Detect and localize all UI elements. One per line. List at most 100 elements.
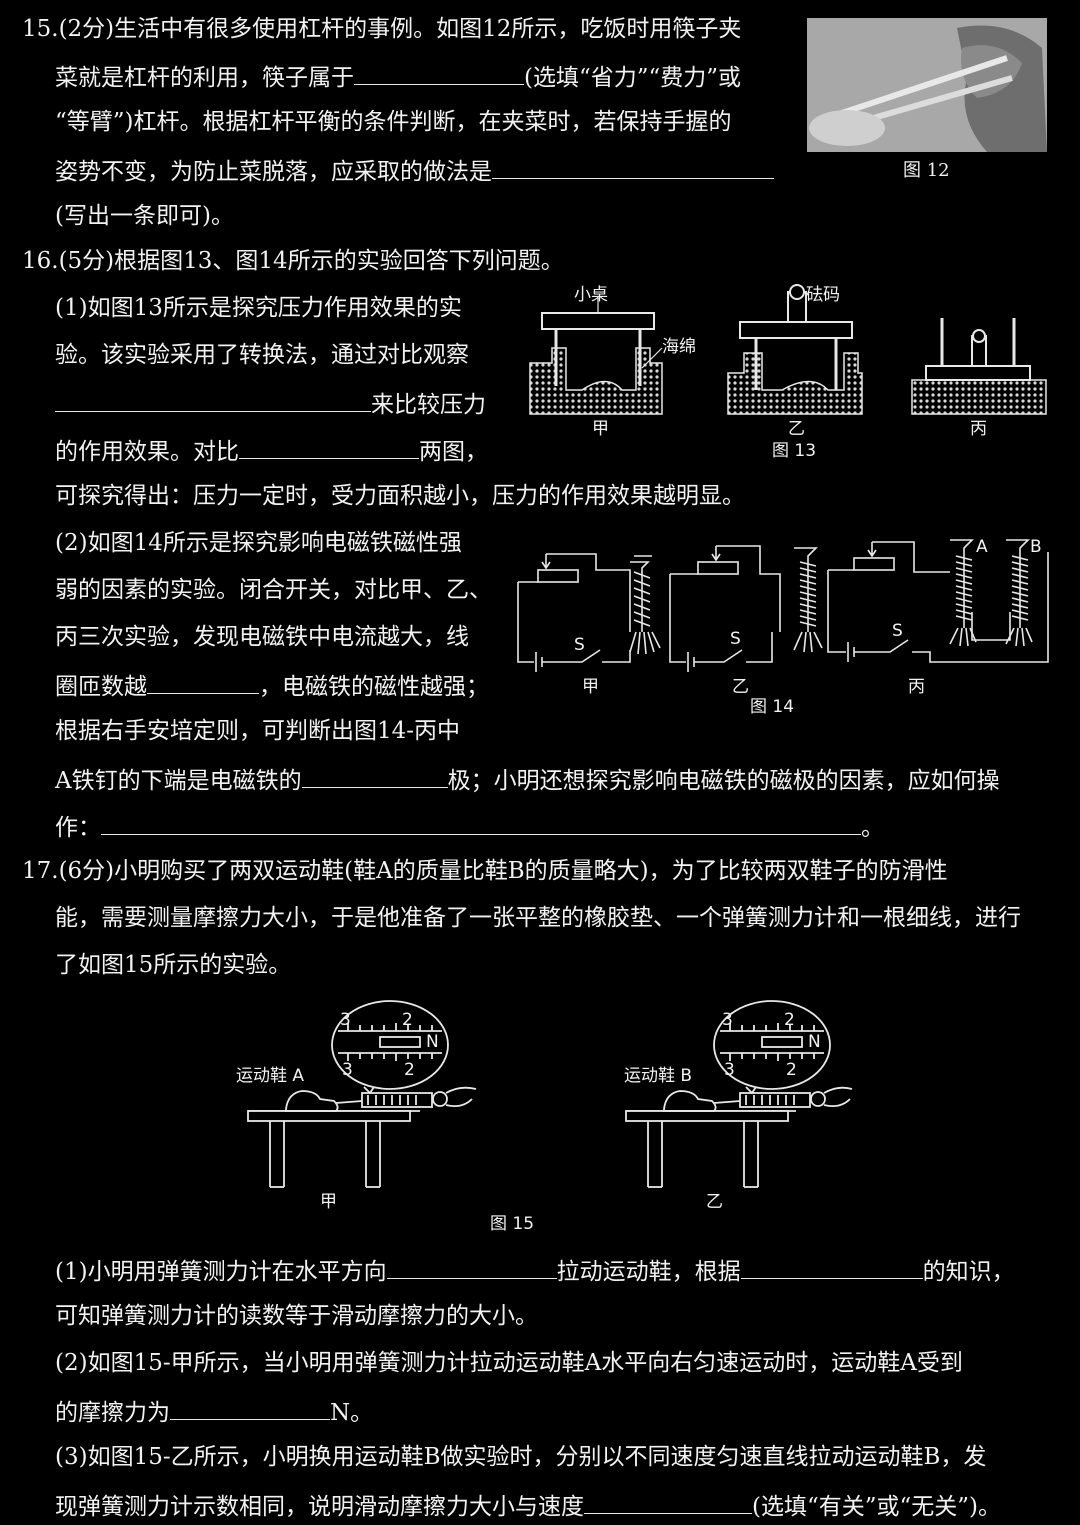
q17-p1-a: (1)小明用弹簧测力计在水平方向 <box>55 1259 387 1285</box>
q16-p2-line7-b: 。 <box>861 815 884 841</box>
q16-p1-line4-a: 的作用效果。对比 <box>55 439 239 465</box>
fig15-label-jia: 甲 <box>320 1192 337 1212</box>
q17-p1-line1: (1)小明用弹簧测力计在水平方向 拉动运动鞋，根据 的知识， <box>55 1254 1015 1287</box>
q17-p1-c: 的知识， <box>922 1259 1015 1285</box>
figure-15: 3 2 N 3 2 3 2 N 3 2 运动鞋 A 运动鞋 B 甲 乙 图 15 <box>236 1000 853 1234</box>
q16-p2-line4-a: 圈匝数越 <box>55 674 147 700</box>
fig15-label-shoe-b: 运动鞋 B <box>624 1066 692 1086</box>
fig14-label-bing: 丙 <box>908 677 925 697</box>
q17-line3: 了如图15所示的实验。 <box>55 952 292 978</box>
q17-p2-line2: 的摩擦力为 N。 <box>55 1395 373 1428</box>
fig15-jia-tick-2-top: 2 <box>402 1010 413 1030</box>
q15-line3: “等臂”)杠杆。根据杠杆平衡的条件判断，在夹菜时，若保持手握的 <box>55 109 732 135</box>
fig14-label-jia: 甲 <box>582 677 599 697</box>
q16-p2-line3: 丙三次实验，发现电磁铁中电流越大，线 <box>55 624 469 650</box>
q17-p3-line2-b: (选填“有关”或“无关”)。 <box>752 1494 1001 1520</box>
q16-p1-line3: 来比较压力 <box>55 387 486 420</box>
q15-line4: 姿势不变，为防止菜脱落，应采取的做法是 <box>55 154 774 187</box>
fig15-label-shoe-a: 运动鞋 A <box>236 1066 304 1086</box>
fig13-caption: 图 13 <box>772 441 816 461</box>
q17-line2: 能，需要测量摩擦力大小，于是他准备了一张平整的橡胶垫、一个弹簧测力计和一根细线，… <box>55 905 1021 931</box>
q16-blank-compare[interactable] <box>239 434 419 459</box>
q16-p2-line6-b: 极；小明还想探究影响电磁铁的磁极的因素，应如何操 <box>447 768 1000 794</box>
fig15-jia-tick-3-top: 3 <box>340 1010 351 1030</box>
fig15-jia-setup <box>247 1000 477 1188</box>
q15-line2: 菜就是杠杆的利用，筷子属于 (选填“省力”“费力”或 <box>55 60 741 93</box>
fig13-jia-setup <box>529 298 663 415</box>
q16-blank-turns[interactable] <box>147 669 259 694</box>
q15-blank-method[interactable] <box>492 154 774 179</box>
q17-blank-pull-manner[interactable] <box>386 1254 557 1279</box>
q15-blank-lever-type[interactable] <box>354 60 524 85</box>
fig14-bing-circuit <box>827 539 1049 663</box>
q17-p2-line2-a: 的摩擦力为 <box>55 1400 170 1426</box>
fig15-jia-tick-2-bottom: 2 <box>404 1060 415 1080</box>
fig12-caption: 图 12 <box>903 160 950 181</box>
fig15-jia-tick-3-bottom: 3 <box>342 1060 353 1080</box>
q17-p2-line2-b: N。 <box>330 1400 374 1426</box>
fig15-yi-tick-2-bottom: 2 <box>786 1060 797 1080</box>
q16-p2-line4: 圈匝数越 ，电磁铁的磁性越强； <box>55 669 489 702</box>
q16-p2-line6: A铁钉的下端是电磁铁的 极；小明还想探究影响电磁铁的磁极的因素，应如何操 <box>55 763 1000 796</box>
q15-line5: (写出一条即可)。 <box>55 203 234 229</box>
q17-blank-speed-relation[interactable] <box>584 1489 752 1514</box>
q17-p2-line1: (2)如图15-甲所示，当小明用弹簧测力计拉动运动鞋A水平向右匀速运动时，运动鞋… <box>55 1350 963 1376</box>
fig15-jia-unit-n: N <box>426 1032 439 1052</box>
q16-p1-line3-b: 来比较压力 <box>371 392 486 418</box>
fig14-jia-circuit <box>517 553 661 672</box>
figure-14: S S S A B 甲 乙 丙 图 14 <box>517 537 1049 717</box>
q15-line4-a: 姿势不变，为防止菜脱落，应采取的做法是 <box>55 159 492 185</box>
fig13-label-desk: 小桌 <box>574 285 608 305</box>
q16-blank-pole[interactable] <box>301 763 448 788</box>
fig14-label-s-jia: S <box>574 635 585 655</box>
fig13-bing-setup <box>911 318 1047 415</box>
fig13-yi-setup <box>727 284 863 415</box>
fig15-yi-setup <box>625 1000 853 1188</box>
q17-p1-line2: 可知弹簧测力计的读数等于滑动摩擦力的大小。 <box>55 1303 538 1329</box>
fig13-label-weight: 砝码 <box>806 285 840 305</box>
chopsticks-drawing <box>807 18 1047 152</box>
q16-blank-operation[interactable] <box>101 810 861 835</box>
q16-line1: 16.(5分)根据图13、图14所示的实验回答下列问题。 <box>22 248 564 274</box>
fig15-yi-tick-3-bottom: 3 <box>724 1060 735 1080</box>
q16-p2-line2: 弱的因素的实验。闭合开关，对比甲、乙、 <box>55 577 492 603</box>
fig15-yi-tick-3-top: 3 <box>722 1010 733 1030</box>
q16-p1-line2: 验。该实验采用了转换法，通过对比观察 <box>55 342 469 368</box>
q17-line1: 17.(6分)小明购买了两双运动鞋(鞋A的质量比鞋B的质量略大)，为了比较两双鞋… <box>22 858 948 884</box>
fig13-label-jia: 甲 <box>592 419 609 439</box>
q15-line2-a: 菜就是杠杆的利用，筷子属于 <box>55 65 354 91</box>
q17-p3-line2: 现弹簧测力计示数相同，说明滑动摩擦力大小与速度 (选填“有关”或“无关”)。 <box>55 1489 1001 1522</box>
fig14-yi-circuit <box>669 545 823 672</box>
fig14-label-b: B <box>1030 537 1042 557</box>
fig15-yi-tick-2-top: 2 <box>784 1010 795 1030</box>
fig15-label-yi: 乙 <box>706 1192 723 1212</box>
q17-blank-knowledge[interactable] <box>740 1254 923 1279</box>
q16-blank-observe[interactable] <box>55 387 371 412</box>
chopsticks-photo <box>807 18 1047 152</box>
q15-line2-b: (选填“省力”“费力”或 <box>524 65 742 91</box>
q15-line1: 15.(2分)生活中有很多使用杠杆的事例。如图12所示，吃饭时用筷子夹 <box>22 16 742 42</box>
fig13-label-yi: 乙 <box>788 419 805 439</box>
q17-p3-line1: (3)如图15-乙所示，小明换用运动鞋B做实验时，分别以不同速度匀速直线拉动运动… <box>55 1444 987 1470</box>
q16-p2-line5: 根据右手安培定则，可判断出图14-丙中 <box>55 718 461 744</box>
q16-p1-line1: (1)如图13所示是探究压力作用效果的实 <box>55 295 462 321</box>
q16-p2-line4-b: ，电磁铁的磁性越强； <box>259 674 489 700</box>
q16-p1-line5: 可探究得出：压力一定时，受力面积越小，压力的作用效果越明显。 <box>55 483 745 509</box>
q16-p1-line4: 的作用效果。对比 两图， <box>55 434 488 467</box>
fig13-label-bing: 丙 <box>970 419 987 439</box>
q16-p2-line1: (2)如图14所示是探究影响电磁铁磁性强 <box>55 530 462 556</box>
fig15-caption: 图 15 <box>490 1214 534 1234</box>
q16-p2-line7-a: 作： <box>55 815 101 841</box>
q16-p2-line6-a: A铁钉的下端是电磁铁的 <box>55 768 302 794</box>
fig14-label-s-yi: S <box>730 629 741 649</box>
fig14-label-a: A <box>976 537 988 557</box>
fig13-label-sponge: 海绵 <box>662 337 696 357</box>
fig14-caption: 图 14 <box>750 697 794 717</box>
fig14-label-s-bing: S <box>892 621 903 641</box>
q16-p2-line7: 作： 。 <box>55 810 884 843</box>
figure-13: 小桌 海绵 甲 砝码 乙 图 13 丙 <box>529 284 1047 461</box>
q17-p1-b: 拉动运动鞋，根据 <box>556 1259 741 1285</box>
q16-p1-line4-b: 两图， <box>419 439 488 465</box>
q17-blank-friction[interactable] <box>170 1395 330 1420</box>
q17-p3-line2-a: 现弹簧测力计示数相同，说明滑动摩擦力大小与速度 <box>55 1494 584 1520</box>
